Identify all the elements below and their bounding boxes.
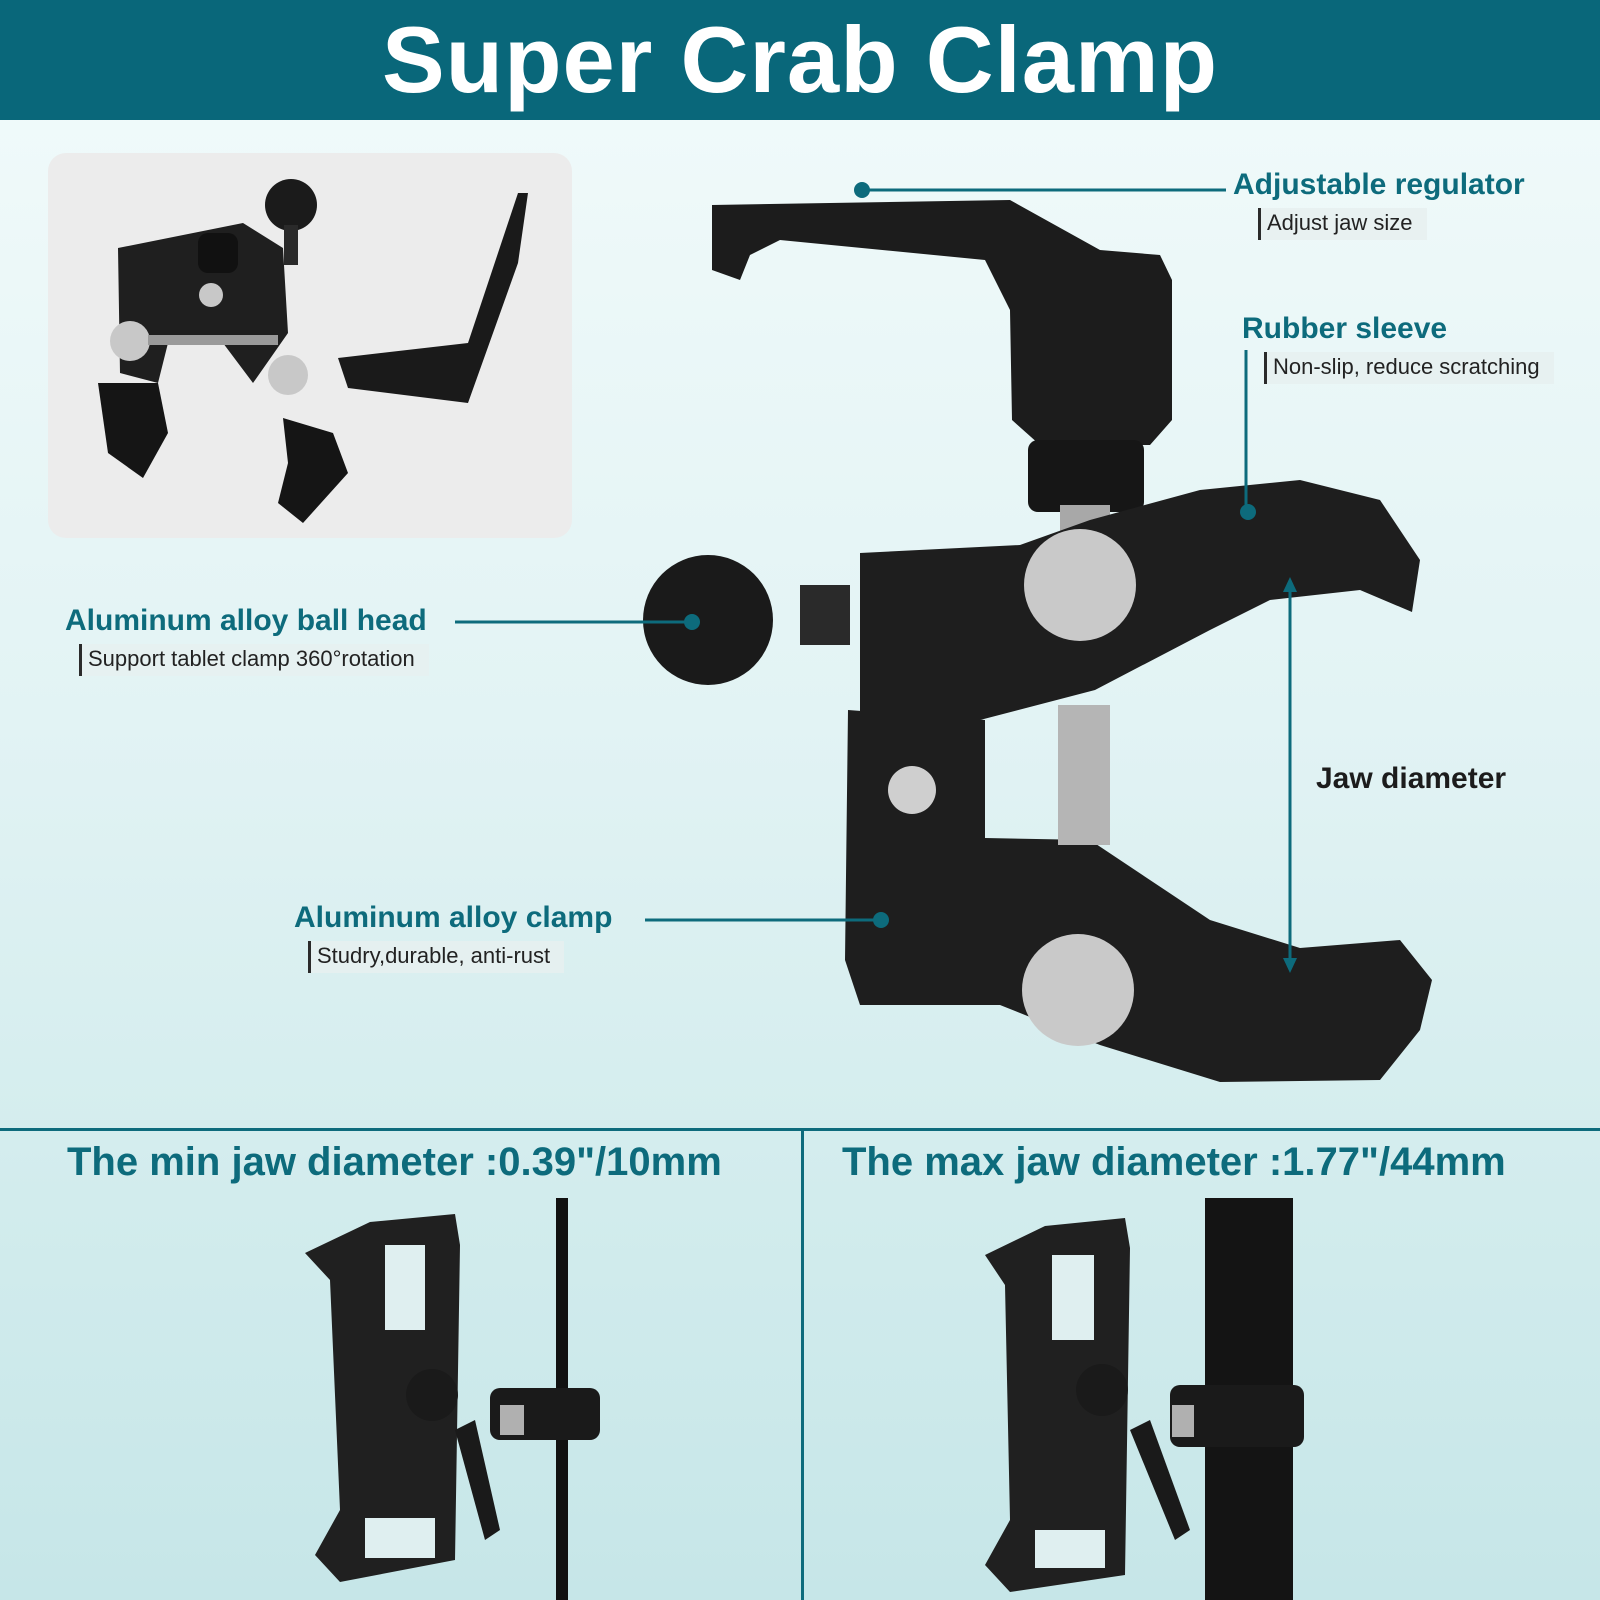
callout-subtitle: Adjust jaw size (1258, 208, 1427, 240)
crab-clamp-thumbnail-image (98, 179, 528, 523)
crab-clamp-main-image (643, 200, 1432, 1082)
callout-rubber-sleeve: Rubber sleeve Non-slip, reduce scratchin… (1242, 312, 1554, 384)
callout-title: Aluminum alloy clamp (294, 901, 613, 934)
min-jaw-product-image (305, 1198, 600, 1600)
product-thumbnail-panel (48, 153, 572, 538)
callout-adjustable-regulator: Adjustable regulator Adjust jaw size (1233, 168, 1525, 240)
max-jaw-diameter-title: The max jaw diameter :1.77"/44mm (842, 1140, 1506, 1184)
callout-subtitle: Studry,durable, anti-rust (308, 941, 565, 973)
callout-title: Adjustable regulator (1233, 168, 1525, 201)
header-banner: Super Crab Clamp (0, 0, 1600, 120)
section-divider-vertical (801, 1128, 804, 1600)
jaw-diameter-label: Jaw diameter (1316, 762, 1507, 795)
page-title: Super Crab Clamp (381, 7, 1219, 112)
section-divider-horizontal (0, 1128, 1600, 1131)
leader-lines (455, 182, 1297, 973)
callout-title: Aluminum alloy ball head (65, 604, 427, 637)
callout-title: Rubber sleeve (1242, 312, 1448, 345)
callout-aluminum-clamp: Aluminum alloy clamp Studry,durable, ant… (294, 901, 612, 973)
callout-subtitle: Support tablet clamp 360°rotation (79, 644, 429, 676)
callout-subtitle: Non-slip, reduce scratching (1264, 352, 1554, 384)
max-jaw-product-image (985, 1198, 1304, 1600)
min-jaw-diameter-title: The min jaw diameter :0.39"/10mm (67, 1140, 722, 1184)
callout-aluminum-ball-head: Aluminum alloy ball head Support tablet … (65, 604, 429, 676)
